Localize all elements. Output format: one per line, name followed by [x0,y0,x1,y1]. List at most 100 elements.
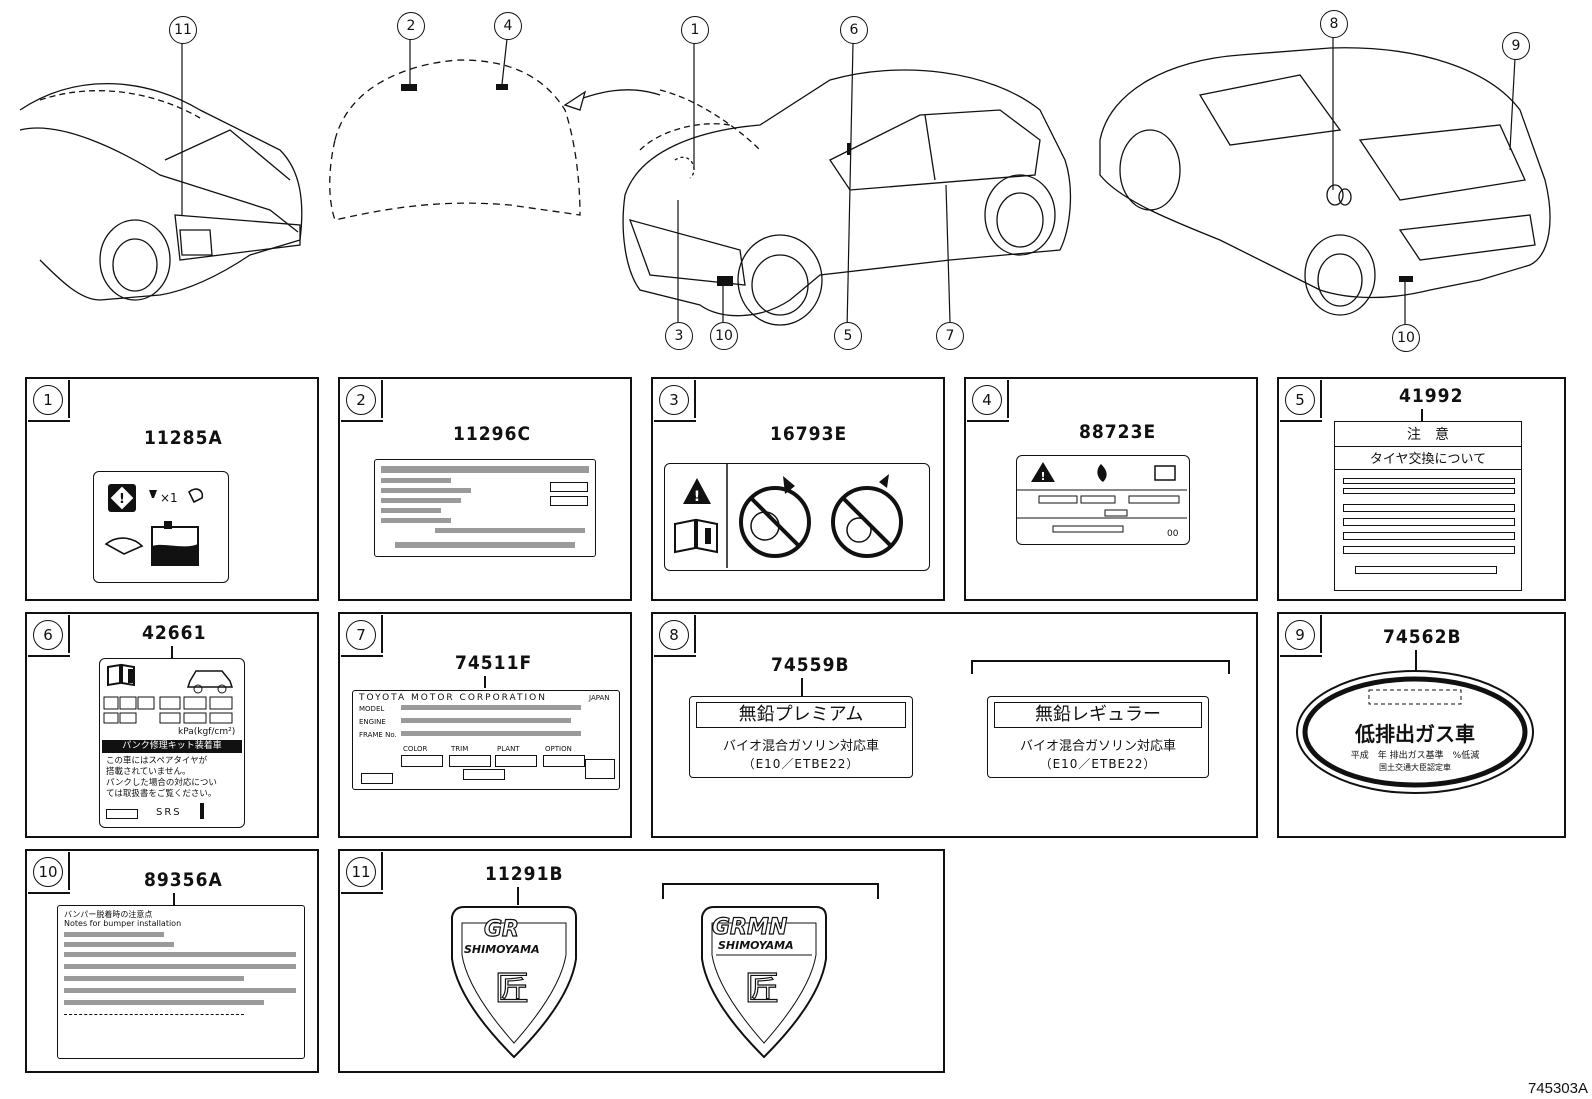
panel-number: 10 [28,852,70,894]
callout-3-top: 3 [665,322,693,350]
part-number: 89356A [144,869,223,891]
fuel-label-premium: 無鉛プレミアム バイオ混合ガソリン対応車 （E10／ETBE22） [689,696,913,778]
badge-grmn-takumi: 匠 [744,968,779,1009]
car-line-drawings [19,37,1551,331]
panel-number: 9 [1280,615,1322,657]
panel-4: 4 88723E ! 00 [964,377,1258,601]
badge-gr-takumi: 匠 [494,968,529,1009]
part-number: 11296C [453,423,532,445]
panel-3: 3 16793E ! [651,377,945,601]
callout-2-top: 2 [397,12,425,40]
panel-number: 2 [341,380,383,422]
trim-label: TRIM [451,745,469,753]
repair-kit-text: この車にはスペアタイヤが 搭載されていません。 パンクした場合の対応につい ては… [106,756,217,799]
bumper-notes-jp: バンパー脱着時の注意点 [64,910,153,919]
callout-11-top: 11 [169,16,197,44]
callout-7-top: 7 [936,322,964,350]
airbag-warning-label-16793E: ! [664,463,930,571]
svg-text:00: 00 [1167,529,1179,539]
vin-plate-74511F: TOYOTA MOTOR CORPORATION JAPAN MODEL ENG… [352,690,620,790]
low-emission-oval [1296,670,1534,794]
maker-name: TOYOTA MOTOR CORPORATION [359,693,547,703]
tire-pressure-diagram [103,663,234,724]
airbag-warning-icons: ! [674,464,903,568]
panel-number: 11 [341,852,383,894]
callout-1-top: 1 [681,16,709,44]
panel-number: 8 [654,615,696,657]
panel-7: 7 74511F TOYOTA MOTOR CORPORATION JAPAN … [338,612,632,838]
panel-number: 6 [28,615,70,657]
low-emission-title: 低排出ガス車 [1355,722,1475,746]
panel-number: 7 [341,615,383,657]
panel-8: 8 74559B 無鉛プレミアム バイオ混合ガソリン対応車 （E10／ETBE2… [651,612,1258,838]
panel-11: 11 11291B GR SHIMOYAMA 匠 GRMN SHIMOYAMA … [338,849,945,1073]
panel-number: 3 [654,380,696,422]
regular-title: 無鉛レギュラー [994,702,1202,728]
panel-2: 2 11296C [338,377,632,601]
tire-pressure-label-42661: kPa(kgf/cm²) パンク修理キット装着車 この車にはスペアタイヤが 搭載… [99,658,245,828]
engine-label: ENGINE [359,718,386,726]
part-number: 74562B [1383,626,1462,648]
engine-caution-icons: ! ×1 [104,484,204,566]
ministry-line: 国土交通大臣認定車 [1379,763,1451,772]
country: JAPAN [589,694,610,702]
srs-text: SRS [156,807,182,818]
shimoyama-badges [451,906,827,1059]
option-label: OPTION [545,745,572,753]
bio-fuel-line: バイオ混合ガソリン対応車 [722,739,879,754]
panel-6: 6 42661 kPa(kgf/cm²) パンク修理キット装着車 この車にはスペ… [25,612,319,838]
svg-text:!: ! [694,489,700,505]
callout-4-top: 4 [494,12,522,40]
engine-label-11285A: ! ×1 [93,471,229,583]
callout-10-top: 10 [710,322,738,350]
part-number: 41992 [1399,385,1464,407]
panel-number: 1 [28,380,70,422]
panel-5: 5 41992 注 意 タイヤ交換について [1277,377,1566,601]
e10-line: （E10／ETBE22） [1039,757,1157,771]
pressure-units: kPa(kgf/cm²) [178,727,236,737]
repair-kit-banner: パンク修理キット装着車 [102,740,242,753]
part-number: 74559B [771,654,850,676]
panel-10: 10 89356A バンパー脱着時の注意点 Notes for bumper i… [25,849,319,1073]
premium-title: 無鉛プレミアム [696,702,906,728]
emission-standard-line: 平成 年 排出ガス基準 %低減 [1350,751,1480,761]
panel-9: 9 74562B 低排出ガス車 平成 年 排出ガス基準 %低減 国土交通大臣認定… [1277,612,1566,838]
refrigerant-label-88723E: ! 00 [1016,455,1190,545]
color-label: COLOR [403,745,428,753]
model-label: MODEL [359,705,385,713]
panel-number: 4 [967,380,1009,422]
part-number: 16793E [770,423,848,445]
part-number: 11291B [485,863,564,885]
badge-grmn-shimoyama: SHIMOYAMA [718,939,794,952]
refrigerant-icons: ! 00 [1017,462,1187,539]
plant-label: PLANT [497,745,520,753]
panel-number: 5 [1280,380,1322,422]
fuel-label-regular: 無鉛レギュラー バイオ混合ガソリン対応車 （E10／ETBE22） [987,696,1209,778]
badge-gr-shimoyama: SHIMOYAMA [464,943,540,956]
bio-fuel-line: バイオ混合ガソリン対応車 [1019,739,1176,754]
service-label-11296C [374,459,596,557]
part-number: 11285A [144,427,223,449]
svg-text:×1: ×1 [160,491,178,505]
caution-title: 注 意 [1335,424,1521,447]
part-number: 88723E [1079,421,1157,443]
svg-text:!: ! [1040,470,1045,483]
bumper-notes-en: Notes for bumper installation [64,919,182,928]
callout-9-top: 9 [1502,32,1530,60]
diagram-code: 745303A [1527,1080,1588,1097]
bumper-notes-label-89356A: バンパー脱着時の注意点 Notes for bumper installatio… [57,905,305,1059]
part-number: 42661 [142,622,207,644]
svg-text:!: ! [119,492,125,507]
tire-caution-label-41992: 注 意 タイヤ交換について [1334,421,1522,591]
caution-subtitle: タイヤ交換について [1335,448,1521,470]
vehicle-location-illustrations: 11 2 4 1 6 3 10 5 7 8 9 10 [0,0,1592,365]
frame-label: FRAME No. [359,731,397,739]
part-number: 74511F [455,652,533,674]
callout-10b-top: 10 [1392,324,1420,352]
callout-6-top: 6 [840,16,868,44]
e10-line: （E10／ETBE22） [742,757,860,771]
badge-grmn-brand: GRMN [711,914,788,940]
panel-1: 1 11285A ! ×1 [25,377,319,601]
badge-gr-brand: GR [483,916,519,942]
callout-8-top: 8 [1320,10,1348,38]
